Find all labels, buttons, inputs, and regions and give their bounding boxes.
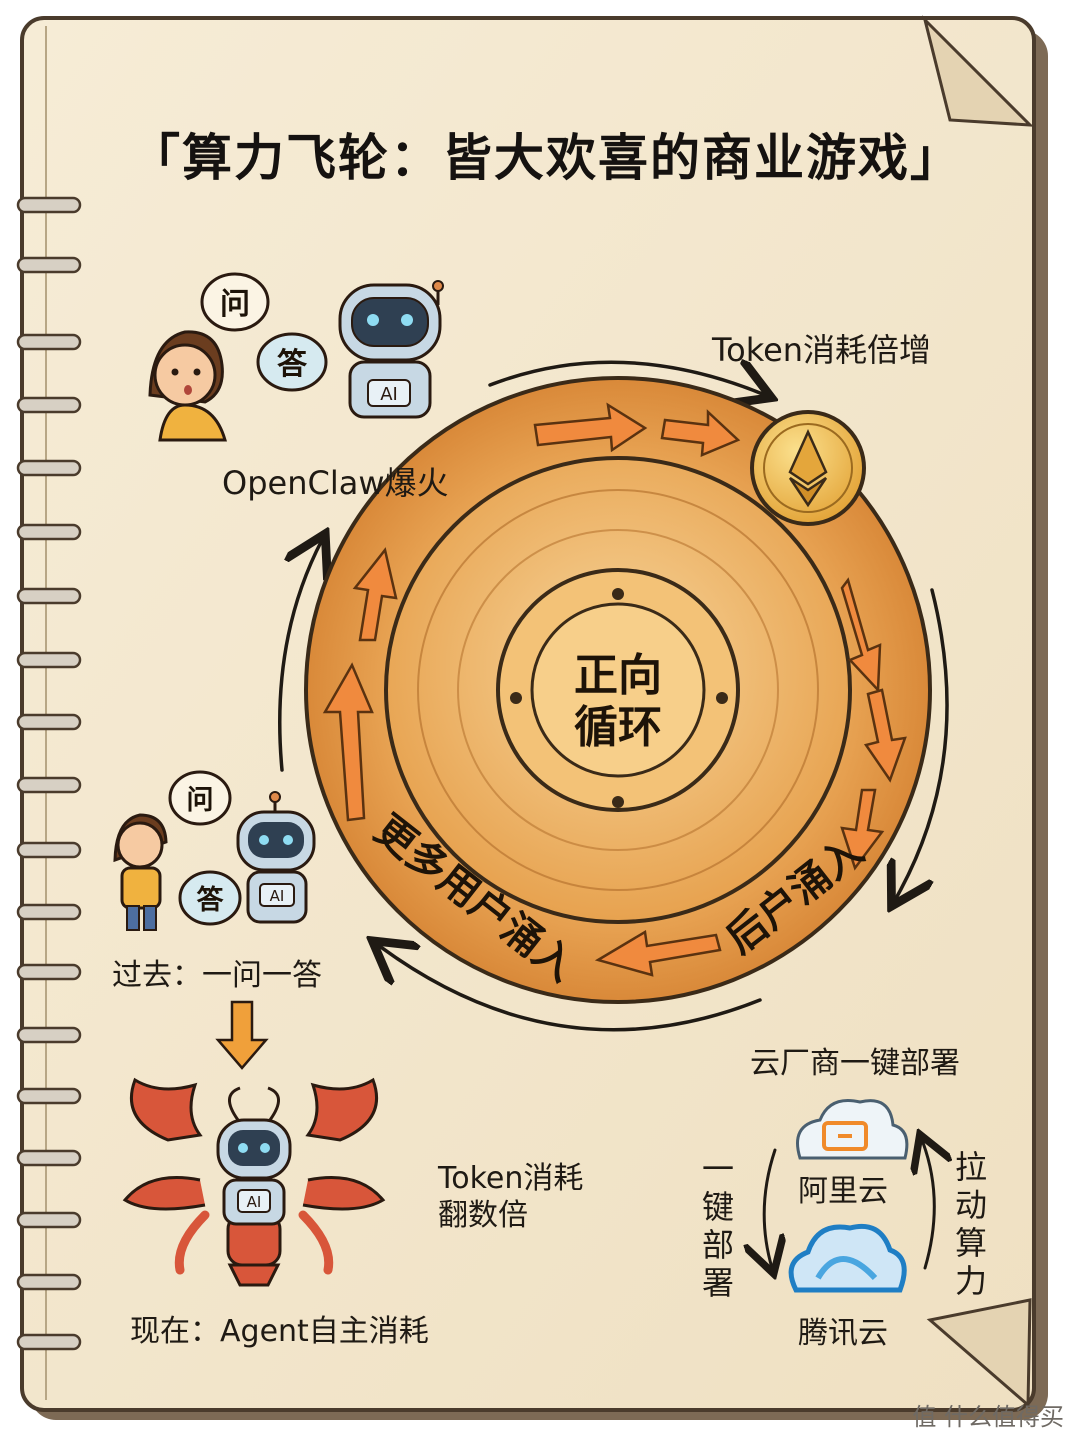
svg-text:AI: AI [270, 887, 285, 905]
now-label: 现在：Agent自主消耗 [130, 1314, 429, 1349]
svg-text:问: 问 [187, 785, 214, 816]
lobster-robot-icon: AI [122, 1077, 386, 1287]
binder-ring [16, 963, 82, 981]
ring-arrow-8 [352, 547, 398, 642]
tencent-cloud-label: 腾讯云 [798, 1316, 888, 1351]
binder-ring [16, 1273, 82, 1291]
robot-icon: AI [338, 280, 444, 419]
answer-bubble-top: 答 [256, 332, 328, 392]
answer-bubble-mid: 答 [178, 870, 242, 926]
binder-ring [16, 196, 82, 214]
cycle-arrows [278, 362, 949, 1032]
svg-text:答: 答 [197, 884, 225, 916]
binder-rings [16, 196, 82, 1351]
ring-arrow-5 [840, 788, 885, 871]
down-arrow-icon [215, 1000, 269, 1070]
arrow-deploy [764, 1148, 775, 1268]
binder-ring [16, 587, 82, 605]
svg-text:答: 答 [277, 347, 308, 382]
ask-bubble-top: 问 [200, 272, 270, 332]
aliyun-label: 阿里云 [798, 1174, 888, 1209]
openclaw-label: OpenClaw爆火 [222, 464, 449, 502]
binder-ring [16, 903, 82, 921]
binder-ring [16, 713, 82, 731]
cloud-arrows [764, 1140, 934, 1268]
cloud-deploy-label: 云厂商一键部署 [750, 1046, 960, 1081]
arrow-pull [922, 1140, 934, 1270]
page-curl-bottom [926, 1298, 1032, 1409]
token-times-label-2: 翻数倍 [438, 1198, 528, 1233]
arrow-top [488, 362, 765, 395]
ring-arrow-1 [533, 402, 648, 453]
flywheel [304, 376, 932, 1004]
kid-icon-small [113, 813, 168, 931]
token-coin-icon [750, 410, 866, 526]
svg-text:AI: AI [247, 1193, 262, 1211]
ring-arrows [322, 402, 907, 977]
watermark: 值 什么值得买 [912, 1403, 1064, 1431]
token-times-label: Token消耗 [438, 1161, 584, 1196]
binder-ring [16, 1333, 82, 1351]
center-text-line1: 正向 [574, 650, 662, 701]
one-click-deploy-label: 一键部署 [701, 1150, 734, 1302]
token-multiply-label: Token消耗倍增 [712, 331, 932, 369]
binder-ring [16, 1149, 82, 1167]
aliyun-cloud-icon [796, 1099, 909, 1160]
ring-arrow-2 [660, 409, 741, 457]
binder-ring [16, 396, 82, 414]
center-text-line2: 循环 [574, 702, 662, 753]
past-kid-robot-scene: 问 答 AI [113, 770, 316, 931]
binder-ring [16, 523, 82, 541]
page-title: 「算力飞轮：皆大欢喜的商业游戏」 [130, 129, 962, 187]
ring-arrow-6 [594, 929, 722, 977]
binder-ring [16, 1026, 82, 1044]
top-kid-robot-scene: 问 答 AI [148, 272, 444, 442]
binder-ring [16, 651, 82, 669]
binder-ring [16, 1087, 82, 1105]
arrow-left [278, 540, 322, 772]
ring-arrow-7 [322, 662, 374, 822]
ring-arrow-3 [840, 577, 882, 694]
binder-ring [16, 776, 82, 794]
binder-ring [16, 1211, 82, 1229]
pull-compute-label: 拉动算力 [954, 1148, 987, 1300]
binder-ring [16, 333, 82, 351]
arrow-bottom [378, 945, 762, 1032]
binder-ring [16, 459, 82, 477]
binder-ring [16, 841, 82, 859]
svg-text:问: 问 [220, 287, 250, 322]
past-label: 过去：一问一答 [112, 958, 322, 993]
ask-bubble-mid: 问 [168, 770, 232, 826]
page-curl-top [922, 15, 1034, 127]
binder-ring [16, 256, 82, 274]
ring-arrow-4 [863, 688, 907, 783]
svg-text:AI: AI [380, 384, 398, 405]
robot-icon-small: AI [236, 791, 316, 924]
kid-icon [148, 330, 227, 442]
tencent-cloud-icon [788, 1223, 907, 1293]
arrow-right [895, 588, 949, 900]
